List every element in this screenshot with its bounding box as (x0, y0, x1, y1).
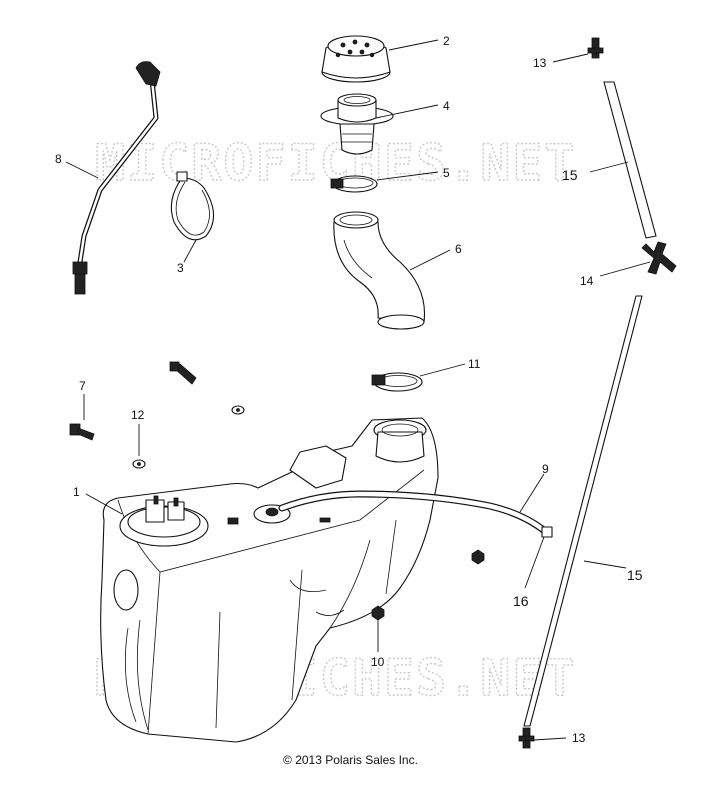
nut-right (471, 549, 485, 565)
callout-16: 16 (513, 593, 529, 609)
washer-upper (231, 405, 245, 415)
filler-neck-adapter (320, 93, 394, 155)
hose-clamp-lower (371, 372, 423, 392)
callout-14: 14 (580, 274, 594, 288)
callout-12: 12 (131, 408, 145, 422)
callout-13-bottom: 13 (572, 731, 586, 745)
callout-2: 2 (443, 34, 450, 48)
washer-12 (132, 459, 146, 469)
callout-5: 5 (443, 166, 450, 180)
callout-8: 8 (55, 152, 62, 166)
callout-9: 9 (542, 462, 549, 476)
bolt-upper (169, 361, 197, 385)
bolt-left (69, 423, 95, 441)
vent-hose (278, 490, 550, 536)
filler-hose (333, 211, 426, 330)
copyright-notice: © 2013 Polaris Sales Inc. (283, 753, 418, 767)
hose-clamp-upper (330, 175, 378, 193)
tubing-top (603, 81, 657, 239)
callout-10: 10 (371, 655, 385, 669)
fuel-tank (100, 417, 439, 743)
tubing-bottom (523, 295, 643, 727)
callout-7: 7 (79, 379, 86, 393)
fitting-top (587, 37, 604, 59)
callout-4: 4 (443, 99, 450, 113)
plug (541, 526, 553, 538)
callout-1: 1 (73, 485, 80, 499)
callout-13-top: 13 (533, 56, 547, 70)
callout-11: 11 (468, 357, 481, 371)
nut-lower (371, 605, 385, 621)
callout-6: 6 (455, 242, 462, 256)
callout-15-top: 15 (562, 167, 578, 183)
fuel-cap (321, 35, 391, 83)
callout-15-bottom: 15 (627, 567, 643, 583)
fitting-bottom (518, 727, 535, 749)
y-fitting (641, 241, 677, 275)
callout-3: 3 (177, 261, 184, 275)
vent-line (72, 61, 161, 295)
cable-strap (170, 171, 215, 241)
